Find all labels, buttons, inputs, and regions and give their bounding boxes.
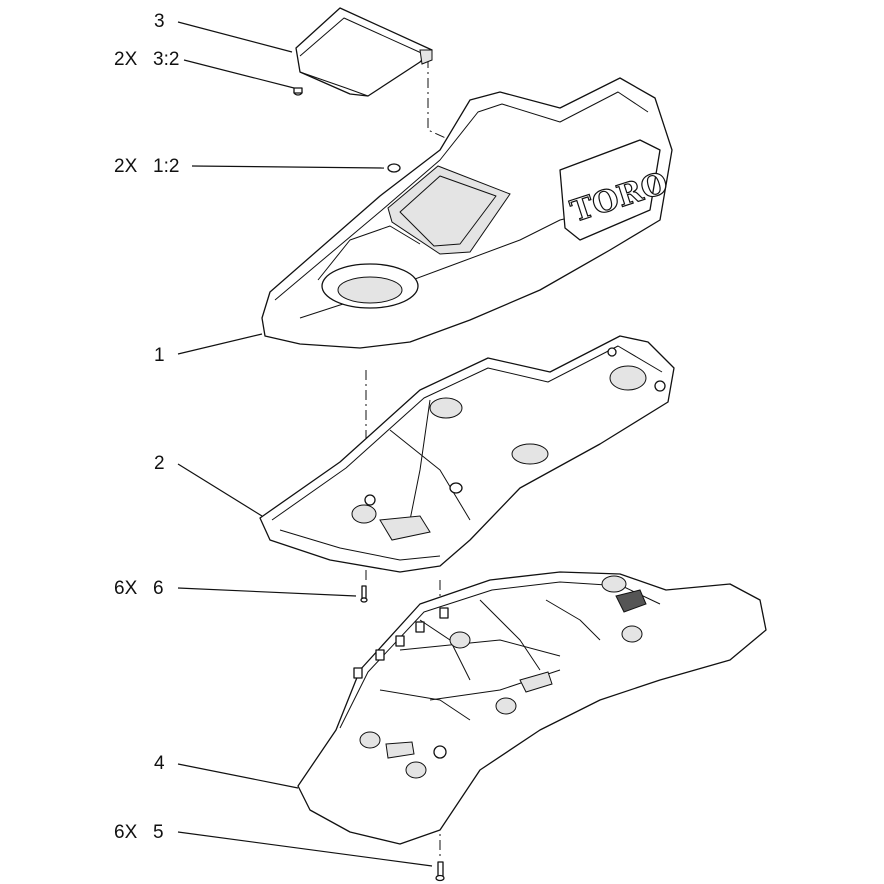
callout-2-label: 2	[154, 453, 165, 474]
part-1-upper-housing[interactable]: TORO	[261, 77, 673, 349]
callout-3-2-qty: 2X	[114, 49, 138, 70]
callout-1-2-label: 1:2	[153, 156, 179, 177]
callout-1-2-qty: 2X	[114, 156, 138, 177]
leader-lines	[177, 21, 433, 867]
callout-3-2-label: 3:2	[153, 49, 179, 70]
part-3-2-pin[interactable]	[293, 87, 303, 96]
callout-5-label: 5	[153, 822, 164, 843]
part-1-2-pin[interactable]	[387, 163, 401, 173]
callout-labels: 3 2X 3:2 2X 1:2 1 2 6X 6 4 6X 5	[114, 11, 179, 843]
callout-4-label: 4	[154, 753, 165, 774]
part-5-screw[interactable]	[435, 861, 445, 882]
part-2-lower-tray[interactable]	[259, 335, 675, 573]
part-6-screw[interactable]	[360, 585, 368, 603]
part-4-base[interactable]	[297, 571, 767, 845]
callout-3-label: 3	[154, 11, 165, 32]
callout-5-qty: 6X	[114, 822, 138, 843]
callout-1-label: 1	[154, 345, 165, 366]
part-3-cover-lid[interactable]	[295, 7, 433, 97]
callout-6-label: 6	[153, 578, 164, 599]
callout-6-qty: 6X	[114, 578, 138, 599]
